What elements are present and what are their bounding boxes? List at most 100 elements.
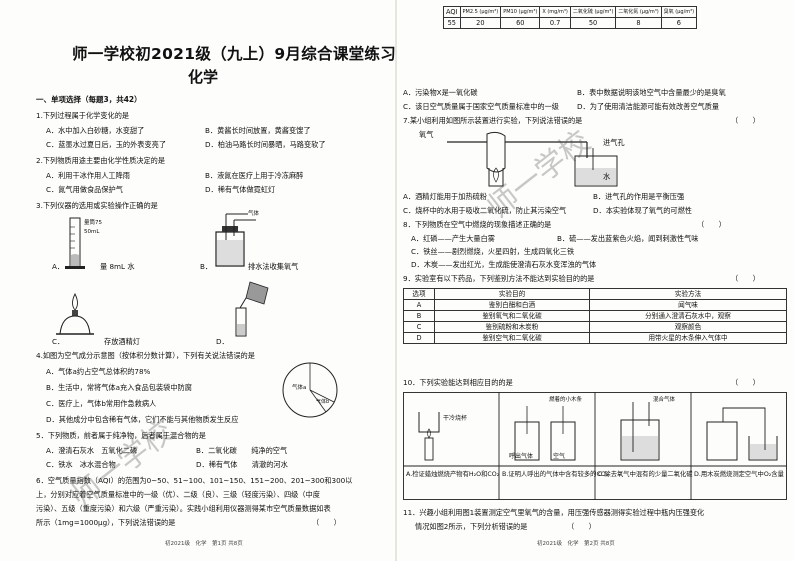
aqi-value: 0.7: [539, 17, 571, 29]
apparatus-label-water: 水: [603, 172, 611, 181]
q1-option-c: C．蓝墨水过夏日后，玉的外表变亮了: [46, 140, 167, 149]
q3-label-b: B．: [200, 262, 213, 271]
q9-header: 实验方法: [589, 288, 787, 300]
aqi-value: 55: [443, 17, 461, 29]
q2-option-c: C．氮气用做食品保护气: [46, 185, 123, 194]
q6-line-1: 6．空气质量指数（AQI）的范围为0~50、51~100、101~150、151…: [36, 476, 353, 485]
q5-stem: 5．下列物质，前者属于纯净物，后者属于混合物的是: [36, 431, 206, 440]
q6-line-2: 上，分别对应着空气质量标准中的一级（优）、二级（良）、三级（轻度污染）、四级（中…: [36, 490, 320, 499]
exam-page-left: 师一学校初2021级（九上）9月综合课堂练习 化学 一、单项选择（每题3，共42…: [0, 0, 395, 561]
table-row: D 鉴别空气和二氧化碳 用带火星的木条伸入气体中: [403, 332, 787, 344]
q8-option-d: D．木炭——发出红光，生成能使澄清石灰水变浑浊的气体: [411, 260, 597, 269]
alcohol-lamp-figure: [56, 292, 94, 335]
q7-option-a: A．酒精灯能用于加热硫粉: [403, 192, 487, 201]
q4-option-c: C．医疗上，气体b常用作急救病人: [46, 399, 157, 408]
q3-label-a: A．: [52, 262, 65, 271]
cylinder-label-scale: 50mL: [84, 229, 100, 235]
q9-cell: 鉴别硫粉和木炭粉: [434, 321, 590, 333]
page-footer-right: 初2021级 化学 第2页 共8页: [537, 541, 615, 547]
q5-option-b: B．二氧化碳 纯净的空气: [196, 446, 288, 455]
q8-answer-bracket: （ ）: [697, 220, 726, 229]
q1-option-a: A．水中加入白砂糖，水变甜了: [46, 126, 145, 135]
q9-cell: 观察颜色: [589, 321, 787, 333]
q3-caption-c: 存放酒精灯: [104, 337, 140, 346]
q9-header: 选项: [403, 288, 435, 300]
aqi-value: 50: [569, 17, 617, 29]
q6-option-c: C．该日空气质量属于国家空气质量标准中的一级: [403, 102, 559, 111]
aqi-value: 20: [459, 17, 502, 29]
q5-option-c: C．铁水 冰水混合物: [46, 460, 116, 469]
q10-label-beaker: 干冷烧杯: [443, 415, 468, 422]
aqi-value: 60: [500, 17, 541, 29]
q10-label-mixed-gas: 混合气体: [653, 397, 676, 403]
cylinder-label-top: 量筒75: [84, 220, 102, 226]
q4-option-d: D．其他成分中包含稀有气体，它们不能与其他物质发生反应: [46, 415, 239, 424]
section-heading: 一、单项选择（每题3，共42）: [36, 95, 142, 104]
q6-option-b: B．表中数据说明该地空气中含量最少的是臭氧: [577, 88, 726, 97]
q4-option-a: A．气体a约占空气总体积的78%: [46, 367, 151, 376]
q7-option-d: D．本实验体现了氧气的可燃性: [593, 206, 692, 215]
q6-line-3: 污染）、五级（重度污染）和六级（严重污染）。实践小组利用仪器测得某市空气质量数据…: [36, 504, 331, 513]
q10-figure-grid: [403, 392, 787, 500]
gas-collection-bottle-figure: [215, 213, 256, 267]
q9-cell: 用带火星的木条伸入气体中: [589, 332, 787, 344]
q9-cell: A: [403, 299, 435, 311]
q10-option-a-line: A.检证蜡烛燃烧产物有H₂O和CO₂: [406, 471, 500, 478]
q9-stem: 9．实验室有以下药品，下列鉴别方法不能达到实验目的的是: [403, 274, 595, 283]
aqi-table: AQI PM2.5 (μg/m³) PM10 (μg/m³) X (mg/m³)…: [443, 6, 698, 29]
q2-option-b: B．液氮在医疗上用于冷冻麻醉: [205, 171, 304, 180]
page-divider: [395, 0, 397, 561]
q5-option-a: A．澄清石灰水 五氧化二磷: [46, 446, 138, 455]
aqi-header: PM10 (μg/m³): [500, 6, 541, 18]
q9-cell: 闻气味: [589, 299, 787, 311]
pie-label-a: 气体a: [292, 385, 307, 391]
aqi-header: AQI: [443, 6, 461, 18]
graduated-cylinder-figure: [65, 217, 85, 269]
apparatus-label-inlet: 进气孔: [603, 138, 625, 147]
aqi-value: 8: [615, 17, 662, 29]
apparatus-label-oxygen: 氧气: [419, 130, 434, 139]
exam-title: 师一学校初2021级（九上）9月综合课堂练习: [72, 45, 395, 63]
q9-cell: B: [403, 310, 435, 322]
q10-label-air: 空气: [553, 453, 566, 460]
q7-stem: 7.某小组利用如图所示装置进行实验，下列说法错误的是: [403, 116, 583, 125]
q3-caption-b: 排水法收集氧气: [248, 262, 299, 271]
q10-label-exhaled: 呼出气体: [509, 453, 534, 460]
air-composition-pie: [282, 362, 338, 418]
q11-line-2: 情况如图2所示，下列分析错误的是: [415, 522, 528, 531]
q3-stem: 3.下列仪器的选用或实验操作正确的是: [36, 201, 158, 210]
table-row: B 鉴别氧气和二氧化碳 分别通入澄清石灰水中，观察: [403, 310, 787, 322]
aqi-header: 臭氧 (μg/m³): [660, 6, 698, 18]
q6-answer-bracket: （ ）: [312, 518, 341, 527]
q10-answer-bracket: （ ）: [731, 378, 760, 387]
q10-option-b-line: B.证明人呼出的气体中含有较多的CO₂: [502, 471, 609, 478]
q6-option-d: D．为了使用清洁能源可能有效改善空气质量: [577, 102, 720, 111]
table-row: C 鉴别硫粉和木炭粉 观察颜色: [403, 321, 787, 333]
q9-cell: C: [403, 321, 435, 333]
q8-option-a: A．红磷——产生大量白雾: [411, 234, 495, 243]
q8-option-c: C．铁丝——剧烈燃烧，火星四射，生成四氧化三铁: [411, 247, 575, 256]
q1-option-d: D．柏油马路长时间暴晒，马路变软了: [205, 140, 326, 149]
q11-answer-bracket: （ ）: [567, 522, 596, 531]
q9-cell: D: [403, 332, 435, 344]
gas-label: 气体: [248, 211, 260, 217]
q10-option-c-line: C.除去氧气中混有的少量二氧化碳: [598, 471, 693, 478]
aqi-header: X (mg/m³): [539, 6, 571, 18]
q9-header: 实验目的: [434, 288, 590, 300]
q9-answer-bracket: （ ）: [731, 274, 760, 283]
q2-option-a: A．利用干冰作用人工降雨: [46, 171, 130, 180]
q4-stem: 4.如图为空气成分示意图（按体积分数计算），下列有关说法错误的是: [36, 351, 255, 360]
q9-cell: 鉴别氧气和二氧化碳: [434, 310, 590, 322]
q10-label-stick: 燃着的小木条: [549, 397, 583, 403]
q8-option-b: B．硫——发出蓝紫色火焰，闻到刺激性气味: [557, 234, 699, 243]
q6-option-a: A．污染物X是一氧化碳: [403, 88, 478, 97]
q7-option-c: C．烧杯中的水用于吸收二氧化硫，防止其污染空气: [403, 206, 567, 215]
q9-cell: 鉴别空气和二氧化碳: [434, 332, 590, 344]
table-row: A 鉴别白醋和白酒 闻气味: [403, 299, 787, 311]
q1-option-b: B．黄酱长时间放置，黄酱变馊了: [205, 126, 311, 135]
q10-stem: 10．下列实验能达到相应目的的是: [403, 378, 513, 387]
q6-line-4: 所示（1mg=1000μg），下列说法错误的是: [36, 518, 176, 527]
liquid-pouring-figure: [235, 281, 269, 337]
q9-table: 选项 实验目的 实验方法 A 鉴别白醋和白酒 闻气味 B 鉴别氧气和二氧化碳 分…: [403, 288, 787, 344]
aqi-header: 二氧化氮 (μg/m³): [615, 6, 662, 18]
